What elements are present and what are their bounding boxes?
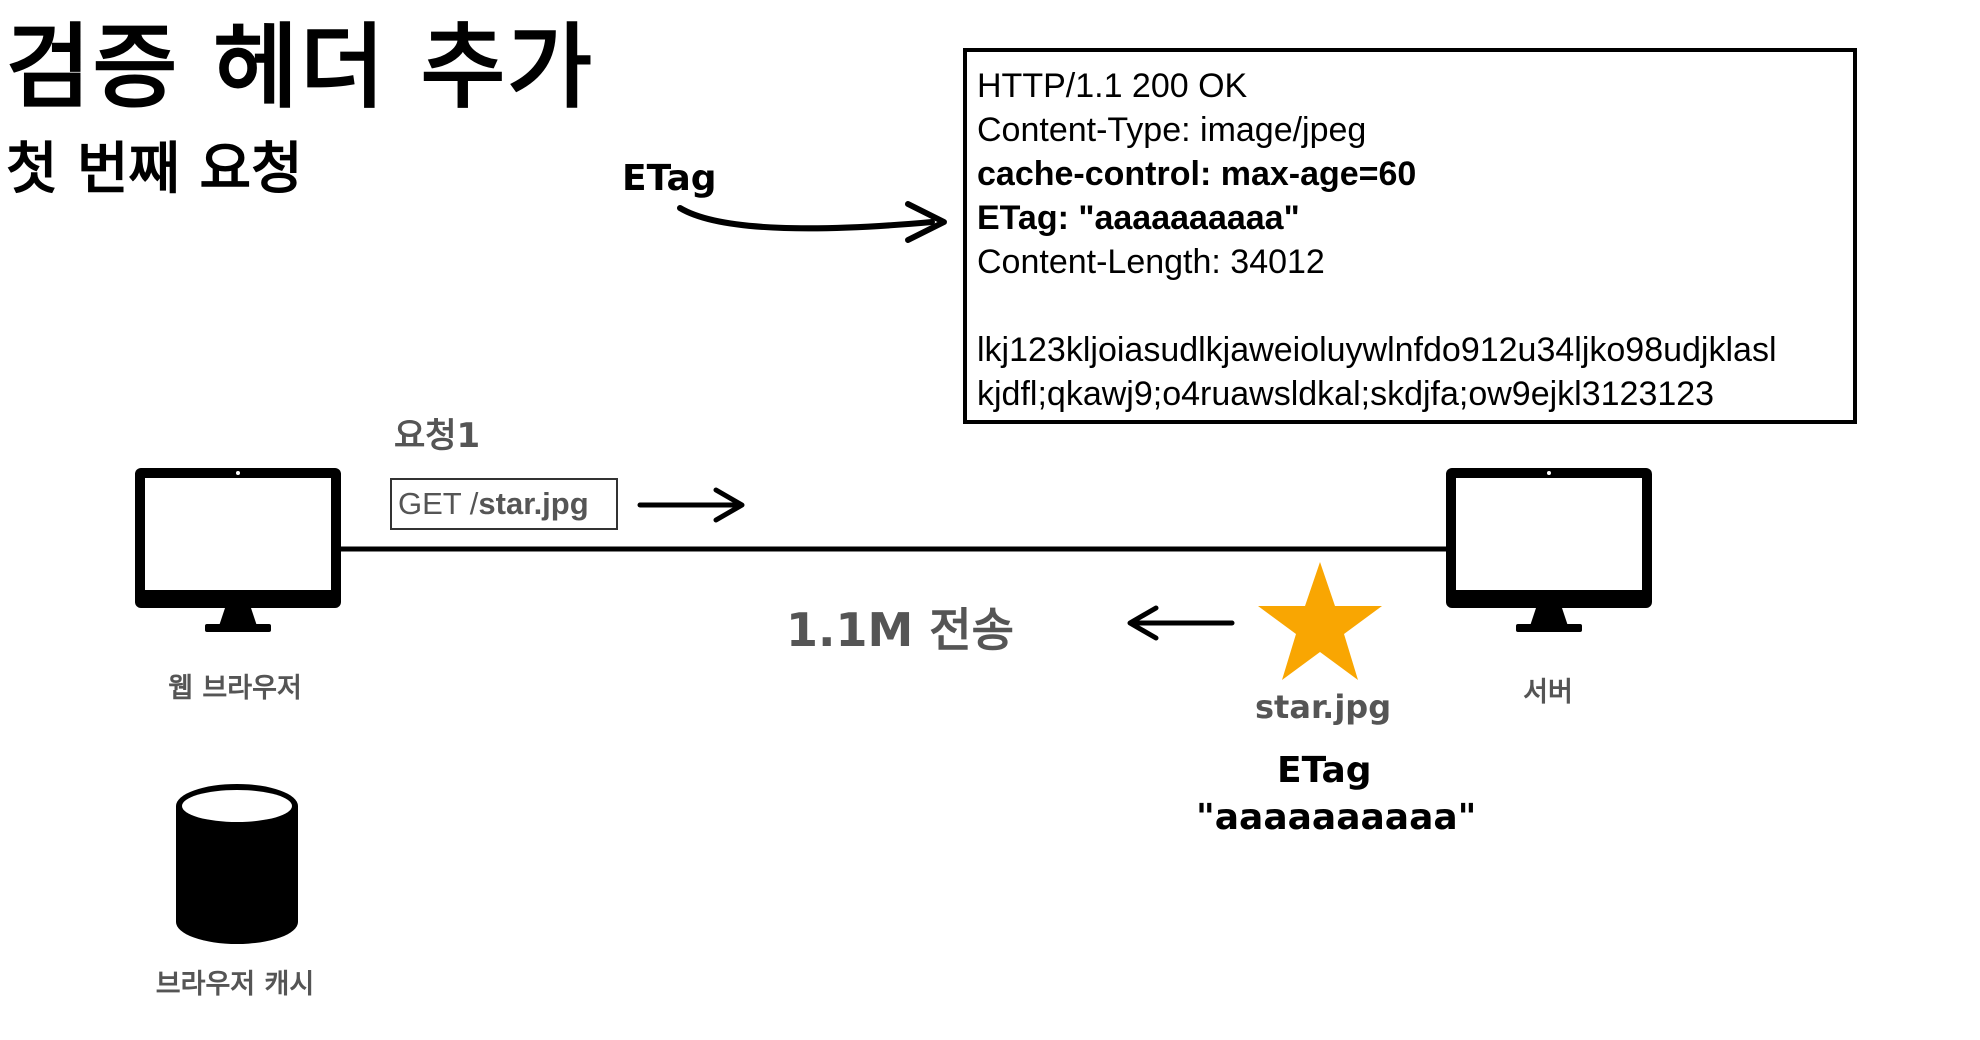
request-box: GET /star.jpg bbox=[390, 478, 618, 530]
response-line: HTTP/1.1 200 OK bbox=[977, 67, 1248, 105]
response-line: lkj123kljoiasudlkjaweioluywlnfdo912u34lj… bbox=[977, 331, 1777, 369]
response-line: Content-Type: image/jpeg bbox=[977, 111, 1367, 149]
page-subtitle: 첫 번째 요청 bbox=[6, 137, 303, 202]
response-line: ETag: "aaaaaaaaaa" bbox=[977, 199, 1300, 237]
request-method: GET / bbox=[398, 486, 479, 521]
transfer-size-label: 1.1M 전송 bbox=[786, 603, 1014, 657]
server-etag-value: "aaaaaaaaaa" bbox=[1196, 797, 1477, 838]
cache-label: 브라우저 캐시 bbox=[155, 969, 315, 1000]
request-label: 요청1 bbox=[394, 416, 481, 456]
server-label: 서버 bbox=[1523, 677, 1573, 708]
star-filename: star.jpg bbox=[1255, 688, 1392, 726]
http-response-box: HTTP/1.1 200 OK Content-Type: image/jpeg… bbox=[963, 48, 1857, 424]
response-line: kjdfl;qkawj9;o4ruawsldkal;skdjfa;ow9ejkl… bbox=[977, 375, 1715, 413]
star-icon bbox=[1258, 562, 1382, 680]
browser-monitor-icon bbox=[135, 468, 341, 632]
response-line: cache-control: max-age=60 bbox=[977, 155, 1417, 193]
browser-label: 웹 브라우저 bbox=[168, 673, 302, 704]
cache-database-icon bbox=[176, 784, 298, 944]
page-title: 검증 헤더 추가 bbox=[6, 14, 594, 121]
server-monitor-icon bbox=[1446, 468, 1652, 632]
server-etag-label: ETag bbox=[1277, 750, 1372, 791]
request-path: star.jpg bbox=[478, 486, 589, 521]
etag-arrow-label: ETag bbox=[622, 158, 717, 199]
response-line: Content-Length: 34012 bbox=[977, 243, 1325, 281]
